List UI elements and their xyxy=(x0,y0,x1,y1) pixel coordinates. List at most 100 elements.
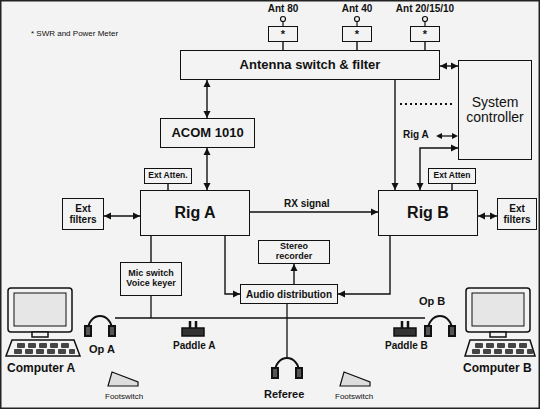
monitor xyxy=(8,288,72,332)
connector xyxy=(250,209,378,216)
rig-a-arrow xyxy=(436,133,458,139)
computer-a xyxy=(6,288,80,356)
connector-line xyxy=(250,211,378,212)
connector xyxy=(357,42,358,50)
arrow-line xyxy=(442,135,452,136)
box-text: System controller xyxy=(461,95,529,126)
text-label: Computer B xyxy=(462,362,533,376)
box-text: * xyxy=(423,28,427,40)
keyboard xyxy=(6,340,80,356)
paddle-lever xyxy=(195,321,198,328)
keyboard xyxy=(465,340,535,356)
ear-cup xyxy=(425,326,431,336)
attenuator-box: Ext Atten. xyxy=(144,168,192,184)
antenna-label: Ant 20/15/10 xyxy=(396,3,454,14)
switch-box: Antenna switch & filter xyxy=(180,50,440,80)
monitor-stand xyxy=(32,332,48,337)
connector xyxy=(151,236,152,262)
edge-label: RX signal xyxy=(283,198,331,210)
connector xyxy=(291,264,298,284)
recorder-box: Stereo recorder xyxy=(258,240,330,264)
keys xyxy=(472,343,533,354)
antenna-label: Ant 80 xyxy=(268,3,299,14)
text-label: * SWR and Power Meter xyxy=(30,29,119,38)
meter-box: Ant 40* xyxy=(342,26,372,42)
ear-cup xyxy=(272,368,278,378)
arrow-head xyxy=(204,183,211,190)
connector-line xyxy=(356,42,357,50)
ear-cup xyxy=(85,326,91,336)
arrow-head xyxy=(451,145,458,152)
arrow-head xyxy=(204,111,211,118)
arrow-head xyxy=(440,63,447,70)
box-text: Ext filters xyxy=(65,203,101,225)
box-text: Ext Atten. xyxy=(148,171,187,180)
monitor-stand xyxy=(490,332,506,337)
text-label: Paddle A xyxy=(172,340,216,352)
box-text: Audio distribution xyxy=(246,289,332,300)
controller-box: System controller xyxy=(458,60,532,160)
ear-cup xyxy=(449,326,455,336)
text-label: Op A xyxy=(88,343,116,356)
footswitch-icon xyxy=(108,372,138,386)
text-label: Rig A xyxy=(402,129,430,141)
arrow-head xyxy=(291,264,298,271)
attenuator-box: Ext Atten xyxy=(428,168,476,184)
audio-box: Audio distribution xyxy=(240,284,338,304)
connector xyxy=(204,148,211,190)
keyer-box: Mic switch Voice keyer xyxy=(120,262,182,296)
box-text: Stereo recorder xyxy=(261,242,327,262)
connector xyxy=(425,42,426,50)
keys xyxy=(14,343,75,354)
arrow-head xyxy=(104,213,111,220)
box-text: * xyxy=(355,28,359,40)
text-label: Footswitch xyxy=(334,392,374,401)
antenna-label: Ant 40 xyxy=(342,3,373,14)
box-text: Ext Atten xyxy=(434,171,471,180)
connector-line xyxy=(338,236,390,294)
box-text: Ext filters xyxy=(500,203,534,225)
arrow-head xyxy=(204,80,211,87)
antenna-symbol xyxy=(355,17,360,22)
rig-box: Rig B xyxy=(378,190,478,236)
connector xyxy=(478,213,497,220)
arrow-head xyxy=(436,133,442,139)
connector xyxy=(283,42,284,50)
paddle-base xyxy=(182,328,204,336)
paddles xyxy=(182,321,416,336)
arrow-head xyxy=(204,148,211,155)
filter-box: Ext filters xyxy=(62,198,104,230)
antenna-symbol xyxy=(281,17,286,22)
connector xyxy=(204,80,211,118)
arrow-head xyxy=(490,213,497,220)
arrow-head xyxy=(338,291,345,298)
text-label: Computer A xyxy=(6,362,76,376)
connector xyxy=(392,80,399,190)
connector xyxy=(440,63,458,70)
box-text: * xyxy=(281,28,285,40)
arrow-head xyxy=(451,63,458,70)
amplifier-box: ACOM 1010 xyxy=(160,118,255,148)
box-text: Rig A xyxy=(174,204,215,222)
connector xyxy=(338,236,390,298)
connector-line xyxy=(424,42,425,50)
headphone-wires xyxy=(115,296,425,358)
text-label: Paddle B xyxy=(384,340,429,352)
monitor xyxy=(466,288,530,332)
arrow-head xyxy=(392,183,399,190)
headsets xyxy=(85,316,455,378)
rig-box: Rig A xyxy=(140,190,250,236)
meter-box: Ant 20/15/10* xyxy=(410,26,440,42)
arrow-head xyxy=(371,209,378,216)
connector-line xyxy=(282,42,283,50)
dotted-line xyxy=(400,103,455,105)
arrow-head xyxy=(233,291,240,298)
paddle-lever xyxy=(407,321,410,328)
box-text: Rig B xyxy=(407,204,449,222)
screen xyxy=(472,293,524,326)
filter-box: Ext filters xyxy=(497,198,537,230)
paddle-lever xyxy=(401,321,404,328)
footswitches xyxy=(108,372,370,386)
box-text: Mic switch Voice keyer xyxy=(123,269,179,289)
